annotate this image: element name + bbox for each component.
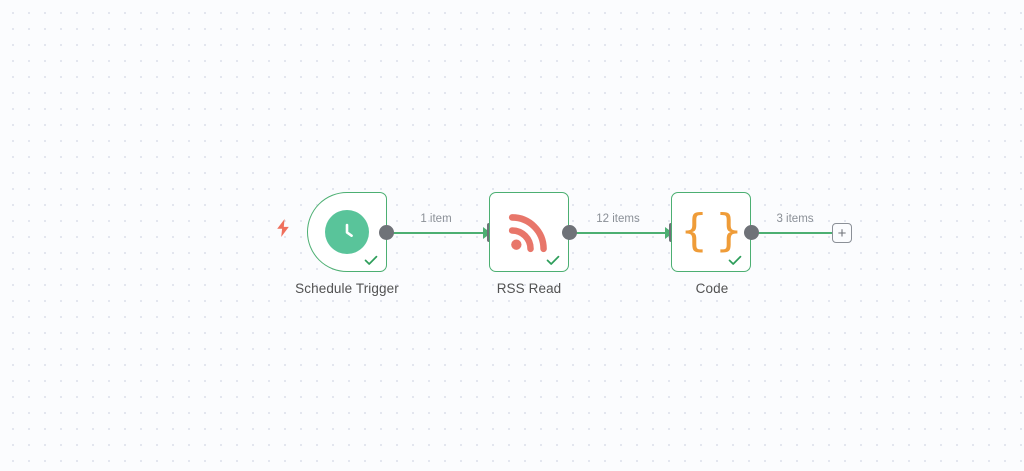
connection-label-3: 3 items — [776, 213, 814, 225]
output-connector-rss-read[interactable] — [562, 225, 577, 240]
connection-wire-schedule-trigger-to-rss-read[interactable] — [386, 232, 486, 234]
connection-wire-code-to-add-node[interactable] — [750, 232, 832, 234]
curly-braces-icon: { } — [680, 205, 743, 256]
node-status-check-icon — [727, 252, 743, 268]
rss-icon — [508, 214, 547, 253]
node-status-check-icon — [545, 252, 561, 268]
node-code[interactable]: { } — [671, 192, 751, 272]
node-label-code: Code — [695, 281, 729, 296]
output-connector-schedule-trigger[interactable] — [379, 225, 394, 240]
output-connector-code[interactable] — [744, 225, 759, 240]
node-schedule-trigger[interactable] — [307, 192, 387, 272]
add-node-button[interactable]: + — [832, 223, 852, 243]
lightning-bolt-icon — [275, 219, 291, 237]
node-label-schedule-trigger: Schedule Trigger — [295, 281, 399, 296]
connection-wire-rss-read-to-code[interactable] — [568, 232, 668, 234]
node-label-rss-read: RSS Read — [496, 281, 562, 296]
connection-label-1: 1 item — [420, 213, 452, 225]
clock-icon — [325, 210, 369, 254]
node-status-check-icon — [363, 252, 379, 268]
connection-label-2: 12 items — [596, 213, 640, 225]
node-rss-read[interactable] — [489, 192, 569, 272]
